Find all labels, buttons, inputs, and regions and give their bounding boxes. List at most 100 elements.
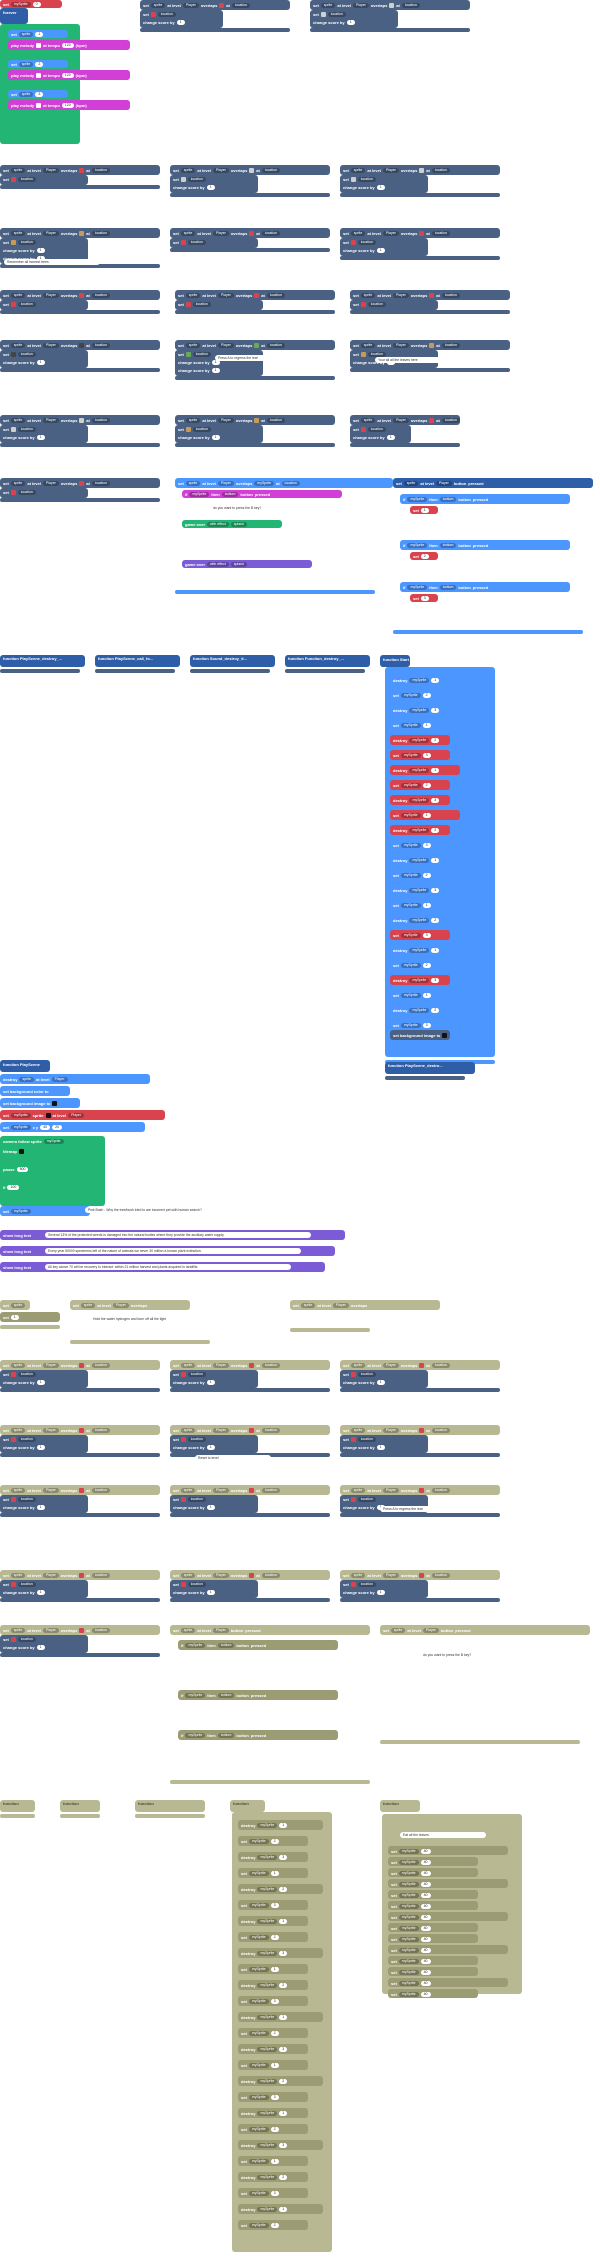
value-input[interactable]: location bbox=[357, 240, 376, 245]
sprite-image-icon[interactable] bbox=[79, 167, 85, 173]
number-input[interactable]: 3 bbox=[279, 2047, 288, 2052]
value-input[interactable]: mySprite bbox=[248, 1999, 269, 2004]
sprite-image-icon[interactable] bbox=[10, 427, 16, 432]
sprite-image-icon[interactable] bbox=[254, 292, 260, 298]
value-input[interactable]: location bbox=[17, 490, 36, 495]
number-input[interactable]: 40 bbox=[420, 1980, 431, 1986]
sprite-image-icon[interactable] bbox=[10, 1372, 16, 1377]
value-input[interactable]: mySprite bbox=[409, 1008, 430, 1013]
value-input[interactable]: Player bbox=[217, 292, 234, 298]
number-input[interactable]: 1 bbox=[36, 1590, 45, 1595]
value-input[interactable]: location bbox=[266, 417, 285, 423]
sprite-image-icon[interactable] bbox=[249, 167, 255, 173]
value-input[interactable]: Player bbox=[51, 1077, 68, 1082]
number-input[interactable]: 40 bbox=[420, 1848, 431, 1854]
value-input[interactable]: Player bbox=[182, 2, 199, 8]
number-input[interactable]: 120 bbox=[61, 73, 74, 78]
value-input[interactable]: location bbox=[261, 1362, 280, 1368]
value-input[interactable]: bottom bbox=[439, 497, 457, 502]
value-input[interactable]: sprite bbox=[350, 1427, 366, 1433]
number-input[interactable]: 3 bbox=[279, 2143, 288, 2148]
value-input[interactable]: sprite bbox=[10, 1487, 26, 1493]
value-input[interactable]: bottom bbox=[217, 1643, 235, 1648]
story-text[interactable]: Your all all the leaves here bbox=[375, 357, 461, 363]
number-input[interactable]: 3 bbox=[279, 1855, 288, 1860]
sprite-image-icon[interactable] bbox=[10, 1437, 16, 1442]
value-input[interactable]: location bbox=[261, 167, 280, 173]
sprite-image-icon[interactable] bbox=[150, 12, 156, 17]
statement[interactable]: set background color to bbox=[0, 1086, 70, 1096]
value-input[interactable]: sprite bbox=[10, 1627, 26, 1633]
value-input[interactable]: location bbox=[17, 352, 36, 357]
number-input[interactable]: 1 bbox=[35, 32, 44, 37]
value-input[interactable]: location bbox=[91, 167, 110, 173]
number-input[interactable]: 1 bbox=[206, 1590, 215, 1595]
value-input[interactable]: with effect bbox=[207, 562, 229, 567]
number-input[interactable]: 40 bbox=[420, 1947, 431, 1953]
sprite-image-icon[interactable] bbox=[442, 1033, 448, 1038]
sprite-image-icon[interactable] bbox=[429, 342, 435, 348]
value-input[interactable]: mySprite bbox=[398, 1870, 419, 1876]
long-text[interactable]: All key above 70 will be recovery to int… bbox=[45, 1264, 291, 1270]
value-input[interactable]: Player bbox=[212, 1427, 229, 1433]
number-input[interactable]: 1 bbox=[36, 1445, 45, 1450]
number-input[interactable]: 500 bbox=[16, 1167, 29, 1172]
sprite-image-icon[interactable] bbox=[350, 177, 356, 182]
number-input[interactable]: 100 bbox=[7, 1185, 20, 1190]
value-input[interactable]: location bbox=[441, 417, 460, 423]
sprite-image-icon[interactable] bbox=[249, 1572, 255, 1578]
value-input[interactable]: sprite bbox=[185, 342, 201, 348]
number-input[interactable]: 1 bbox=[36, 1505, 45, 1510]
value-input[interactable]: sprite bbox=[300, 1303, 316, 1308]
long-text[interactable]: Every year 50000 specimens left of the n… bbox=[45, 1248, 301, 1254]
sprite-image-icon[interactable] bbox=[79, 1487, 85, 1493]
value-input[interactable]: mySprite bbox=[398, 1925, 419, 1931]
value-input[interactable]: sprite bbox=[180, 230, 196, 236]
number-input[interactable]: 2 bbox=[431, 738, 440, 743]
value-input[interactable]: Player bbox=[112, 1303, 129, 1308]
value-input[interactable]: sprite bbox=[350, 167, 366, 173]
function-definition[interactable]: function PlayScene_destroy_... bbox=[0, 655, 85, 667]
number-input[interactable]: 1 bbox=[206, 1445, 215, 1450]
value-input[interactable]: mySprite bbox=[409, 738, 430, 743]
value-input[interactable]: Player bbox=[42, 480, 59, 486]
sprite-image-icon[interactable] bbox=[185, 427, 191, 432]
sprite-image-icon[interactable] bbox=[419, 1362, 425, 1368]
value-input[interactable]: mySprite bbox=[257, 1983, 278, 1988]
value-input[interactable]: mySprite bbox=[185, 1693, 206, 1698]
sprite-image-icon[interactable] bbox=[45, 1113, 51, 1118]
number-input[interactable]: 1 bbox=[211, 368, 220, 373]
value-input[interactable]: sprite bbox=[18, 32, 34, 37]
value-input[interactable]: Player bbox=[42, 292, 59, 298]
value-input[interactable]: bottom bbox=[217, 1693, 235, 1698]
number-input[interactable]: 1 bbox=[431, 948, 440, 953]
value-input[interactable]: Player bbox=[42, 1627, 59, 1633]
